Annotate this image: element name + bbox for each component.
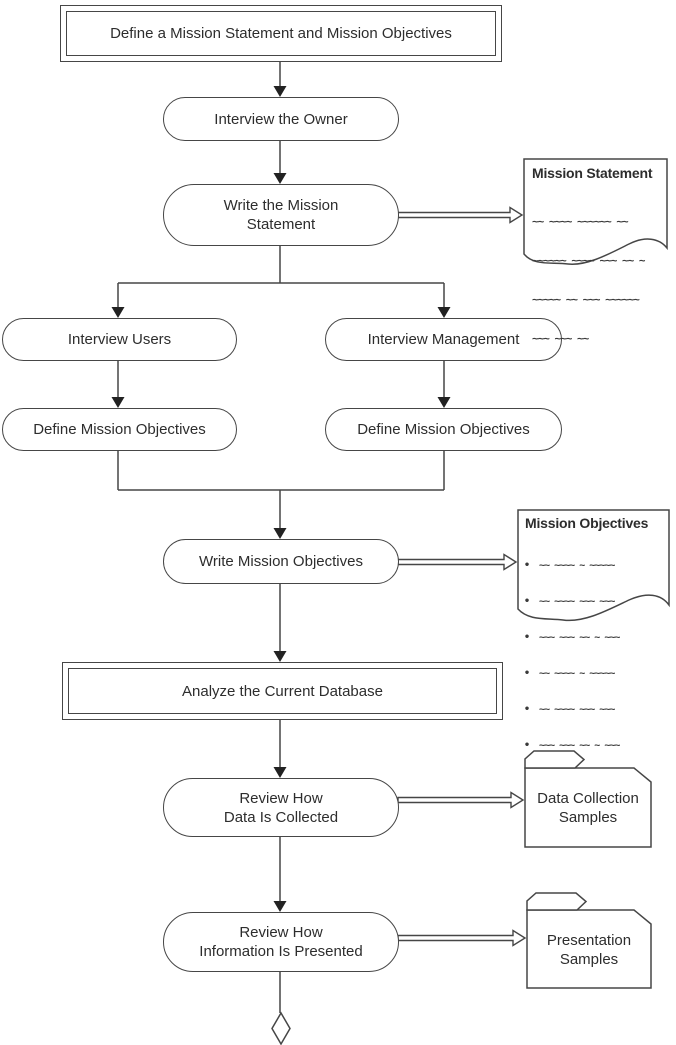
step-write-mission-statement: Write the Mission Statement — [163, 184, 399, 246]
document-placeholder-text: • ~~ ~~~~ ~ ~~~~~ • ~~ ~~~~ ~~~ ~~~ • ~~… — [524, 560, 620, 751]
step-define-mission-objectives-left: Define Mission Objectives — [2, 408, 237, 451]
folder-icon — [524, 750, 652, 848]
arrowhead-icon — [111, 397, 125, 408]
step-define-mission: Define a Mission Statement and Mission O… — [60, 5, 502, 62]
step-interview-users: Interview Users — [2, 318, 237, 361]
step-define-mission-inner-border: Define a Mission Statement and Mission O… — [66, 11, 496, 56]
document-placeholder-text: ~~ ~~~~ ~~~~~~ ~~ ~~~~~~ ~~~~ ~~~ ~~ ~ ~… — [532, 215, 645, 345]
step-label: Write the Mission Statement — [223, 197, 339, 233]
step-label: Review How Data Is Collected — [223, 789, 339, 826]
offpage-connector-diamond — [271, 1011, 291, 1045]
step-review-data-collected: Review How Data Is Collected — [163, 778, 399, 837]
edge-merge-to-write-objectives — [117, 451, 445, 529]
arrowhead-icon — [273, 173, 287, 184]
step-review-information-presented: Review How Information Is Presented — [163, 912, 399, 972]
folder-label: Data Collection Samples — [537, 790, 639, 826]
data-collection-samples-folder: Data Collection Samples — [524, 748, 652, 848]
step-interview-owner: Interview the Owner — [163, 97, 399, 141]
double-arrow-to-mission-objectives-doc — [397, 553, 518, 571]
step-label: Analyze the Current Database — [182, 682, 383, 700]
step-label: Define a Mission Statement and Mission O… — [110, 25, 452, 42]
double-arrow-to-presentation-folder — [397, 929, 527, 947]
mission-objectives-document: Mission Objectives • ~~ ~~~~ ~ ~~~~~ • ~… — [517, 509, 670, 751]
step-label: Write Mission Objectives — [199, 553, 363, 570]
folder-label: Presentation Samples — [546, 931, 632, 968]
step-label: Interview Management — [367, 331, 520, 348]
arrowhead-icon — [111, 307, 125, 318]
document-title: Mission Statement — [532, 165, 653, 181]
step-label: Define Mission Objectives — [357, 421, 530, 438]
document-icon — [517, 509, 670, 622]
arrowhead-icon — [273, 767, 287, 778]
arrowhead-icon — [273, 528, 287, 539]
double-arrow-to-mission-statement-doc — [397, 206, 524, 224]
folder-icon — [526, 892, 652, 989]
edge-split-to-interviews — [117, 246, 445, 308]
step-label: Interview Users — [67, 331, 172, 348]
arrowhead-icon — [273, 651, 287, 662]
document-icon — [523, 158, 668, 265]
step-label: Interview the Owner — [214, 110, 348, 128]
presentation-samples-folder: Presentation Samples — [526, 890, 652, 989]
step-interview-management: Interview Management — [325, 318, 562, 361]
arrowhead-icon — [273, 901, 287, 912]
edge-interviews-to-define — [117, 361, 445, 398]
mission-statement-document: Mission Statement ~~ ~~~~ ~~~~~~ ~~ ~~~~… — [523, 158, 668, 345]
step-define-mission-objectives-right: Define Mission Objectives — [325, 408, 562, 451]
step-analyze-current-database: Analyze the Current Database — [62, 662, 503, 720]
document-title: Mission Objectives — [525, 515, 649, 531]
arrowhead-icon — [273, 86, 287, 97]
step-analyze-inner-border: Analyze the Current Database — [68, 668, 497, 714]
arrowhead-icon — [437, 397, 451, 408]
step-label: Define Mission Objectives — [33, 421, 206, 438]
double-arrow-to-data-collection-folder — [397, 791, 525, 809]
arrowhead-icon — [437, 307, 451, 318]
step-write-mission-objectives: Write Mission Objectives — [163, 539, 399, 584]
step-label: Review How Information Is Presented — [199, 924, 363, 960]
